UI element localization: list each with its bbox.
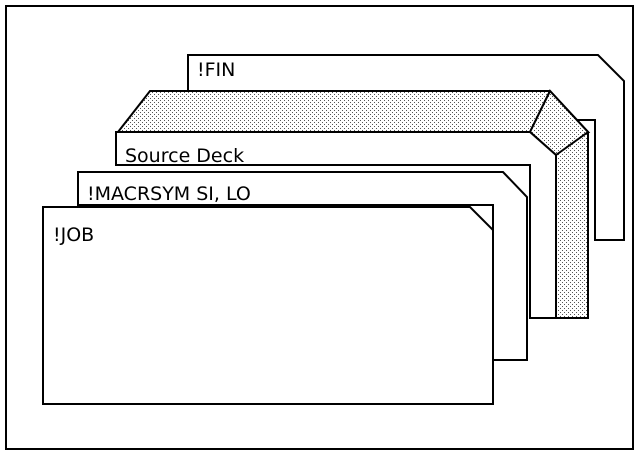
card-job: !JOB <box>43 207 493 404</box>
deck-top-face <box>118 91 588 132</box>
card-fin-label: !FIN <box>197 59 235 81</box>
card-macrsym-label: !MACRSYM SI, LO <box>87 183 251 205</box>
card-job-label: !JOB <box>53 224 94 246</box>
card-source-deck-label: Source Deck <box>125 145 244 167</box>
